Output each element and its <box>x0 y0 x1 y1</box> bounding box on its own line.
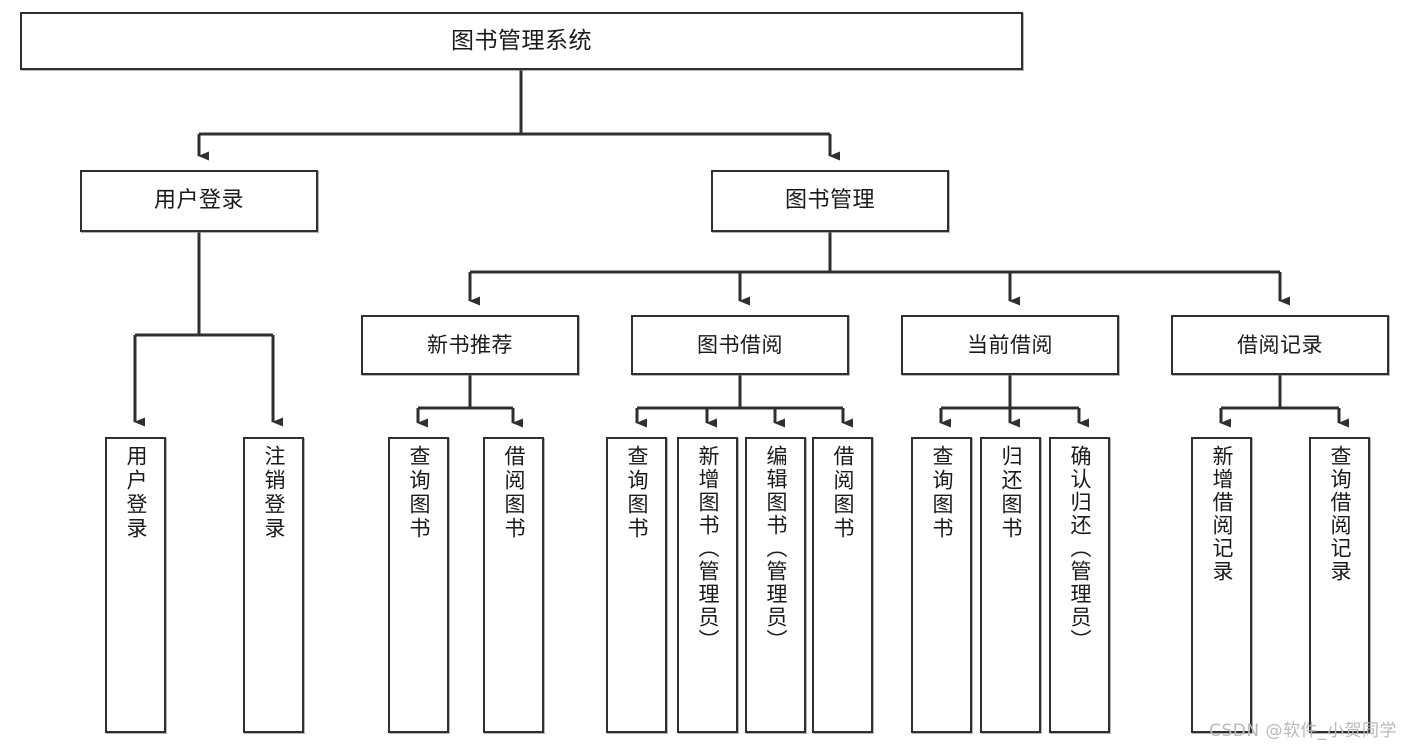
leaf-user-login-signin[interactable]: 用户登录 <box>105 437 166 733</box>
node-user-login[interactable]: 用户登录 <box>80 170 318 232</box>
leaf-label: 新增图书（管理员） <box>696 445 720 652</box>
node-root-label: 图书管理系统 <box>451 27 592 54</box>
leaf-record-query-record[interactable]: 查询借阅记录 <box>1309 437 1370 733</box>
node-book-management[interactable]: 图书管理 <box>711 170 949 232</box>
leaf-label: 查询图书 <box>930 445 954 541</box>
leaf-label: 归还图书 <box>999 445 1023 541</box>
node-root-system[interactable]: 图书管理系统 <box>20 12 1023 70</box>
leaf-borrow-query-book[interactable]: 查询图书 <box>606 437 667 733</box>
node-new-book-recommend-label: 新书推荐 <box>427 332 513 357</box>
leaf-record-add-record[interactable]: 新增借阅记录 <box>1191 437 1252 733</box>
node-user-login-label: 用户登录 <box>153 188 244 214</box>
leaf-label: 确认归还（管理员） <box>1068 445 1092 652</box>
leaf-label: 借阅图书 <box>502 445 526 541</box>
leaf-label: 查询图书 <box>625 445 649 541</box>
leaf-current-confirm-return-admin[interactable]: 确认归还（管理员） <box>1049 437 1110 733</box>
node-book-borrow[interactable]: 图书借阅 <box>631 315 849 375</box>
node-borrow-record-label: 借阅记录 <box>1237 332 1323 357</box>
leaf-recommend-query-book[interactable]: 查询图书 <box>388 437 449 733</box>
leaf-borrow-add-book-admin[interactable]: 新增图书（管理员） <box>677 437 738 733</box>
leaf-label: 借阅图书 <box>831 445 855 541</box>
leaf-label: 新增借阅记录 <box>1210 445 1234 583</box>
node-new-book-recommend[interactable]: 新书推荐 <box>361 315 579 375</box>
leaf-current-return-book[interactable]: 归还图书 <box>980 437 1041 733</box>
leaf-borrow-borrow-book[interactable]: 借阅图书 <box>812 437 873 733</box>
csdn-watermark: CSDN @软件_小贺同学 <box>1209 721 1397 741</box>
leaf-current-query-book[interactable]: 查询图书 <box>911 437 972 733</box>
leaf-label: 查询图书 <box>407 445 431 541</box>
leaf-label: 查询借阅记录 <box>1328 445 1352 583</box>
leaf-label: 编辑图书（管理员） <box>764 445 788 652</box>
leaf-recommend-borrow-book[interactable]: 借阅图书 <box>483 437 544 733</box>
node-current-borrow[interactable]: 当前借阅 <box>901 315 1119 375</box>
leaf-label: 用户登录 <box>124 445 148 541</box>
leaf-label: 注销登录 <box>262 445 286 541</box>
leaf-user-login-signout[interactable]: 注销登录 <box>243 437 304 733</box>
node-book-borrow-label: 图书借阅 <box>697 332 783 357</box>
leaf-borrow-edit-book-admin[interactable]: 编辑图书（管理员） <box>745 437 806 733</box>
node-borrow-record[interactable]: 借阅记录 <box>1171 315 1389 375</box>
node-book-management-label: 图书管理 <box>784 188 875 214</box>
node-current-borrow-label: 当前借阅 <box>967 332 1053 357</box>
